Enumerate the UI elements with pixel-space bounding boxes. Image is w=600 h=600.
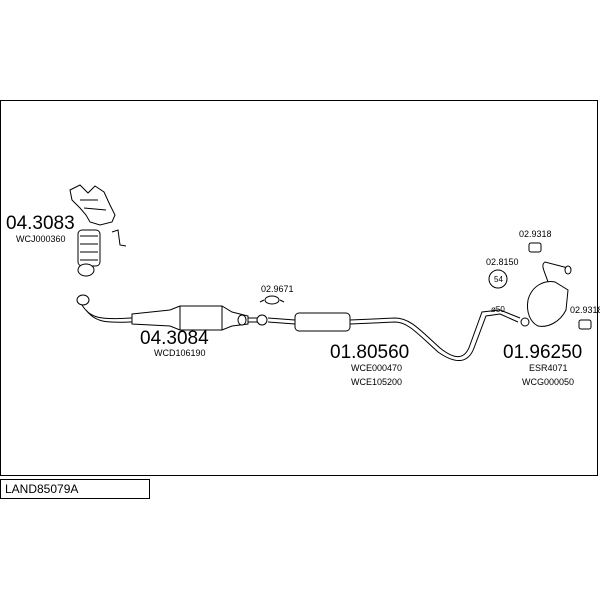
- part-ref-rear-silencer-1: ESR4071: [529, 363, 568, 373]
- part-code-rear-silencer: 01.96250: [503, 342, 582, 363]
- middle-silencer-drawing: [267, 309, 501, 361]
- part-ref-rear-silencer-2: WCG000050: [522, 377, 574, 387]
- small-part-code-rubber-mount-1: 02.9318: [519, 229, 552, 239]
- front-pipe-catalyst-drawing: [81, 304, 258, 331]
- gasket-number-label: 54: [494, 275, 503, 284]
- part-ref-middle-silencer-1: WCE000470: [351, 363, 402, 373]
- part-ref-catalyst: WCD106190: [154, 348, 206, 358]
- pipe-diameter-label: ø50: [491, 305, 505, 314]
- rear-silencer-drawing: [488, 242, 592, 330]
- manifold-catalyst-drawing: [69, 184, 127, 306]
- part-ref-manifold-catalyst: WCJ000360: [16, 234, 66, 244]
- small-part-code-rubber-mount-2: 02.9318: [570, 305, 600, 315]
- part-code-middle-silencer: 01.80560: [330, 342, 409, 363]
- small-part-code-clamp: 02.9671: [261, 284, 294, 294]
- clamp-drawing: [256, 295, 285, 326]
- part-code-catalyst: 04.3084: [140, 328, 209, 349]
- small-part-code-gasket: 02.8150: [486, 257, 519, 267]
- diagram-frame: [0, 100, 598, 476]
- part-code-manifold-catalyst: 04.3083: [6, 213, 75, 234]
- diagram-reference-label: LAND85079A: [5, 482, 79, 496]
- diagram-reference-box: LAND85079A: [0, 479, 150, 499]
- part-ref-middle-silencer-2: WCE105200: [351, 377, 402, 387]
